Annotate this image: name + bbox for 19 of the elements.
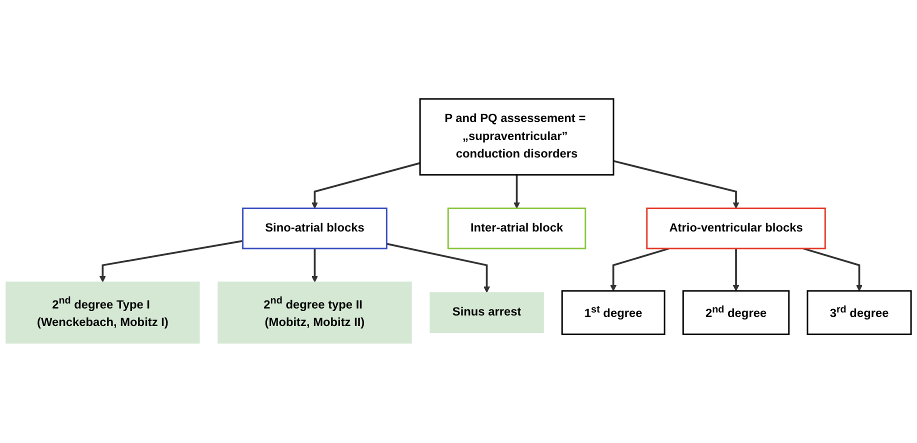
arrow [311, 248, 318, 283]
arrow [514, 175, 520, 210]
node-box: 2$^{nd}$ degree type II (Mobitz, Mobitz II) [218, 282, 412, 344]
arrow [732, 248, 740, 292]
node-box: Sino-atrial blocks [242, 208, 388, 250]
node-box: Inter-atrial block [447, 208, 586, 250]
node-box: P and PQ assessement = „supraventricular” conduction disorders [419, 98, 614, 176]
node-box: 3$^{rd}$ degree [806, 290, 912, 336]
arrow [802, 248, 863, 292]
arrow [613, 160, 740, 210]
node-box: 2$^{nd}$ degree [682, 290, 790, 336]
node-box: Sinus arrest [430, 292, 544, 334]
arrow [99, 240, 243, 283]
arrow [311, 162, 420, 210]
arrow [386, 243, 490, 294]
arrow [610, 248, 670, 292]
node-box: 1$^{st}$ degree [561, 290, 666, 336]
node-box: Atrio-ventricular blocks [646, 208, 826, 250]
node-box: 2$^{nd}$ degree Type I (Wenckebach, Mobitz I) [6, 282, 200, 344]
